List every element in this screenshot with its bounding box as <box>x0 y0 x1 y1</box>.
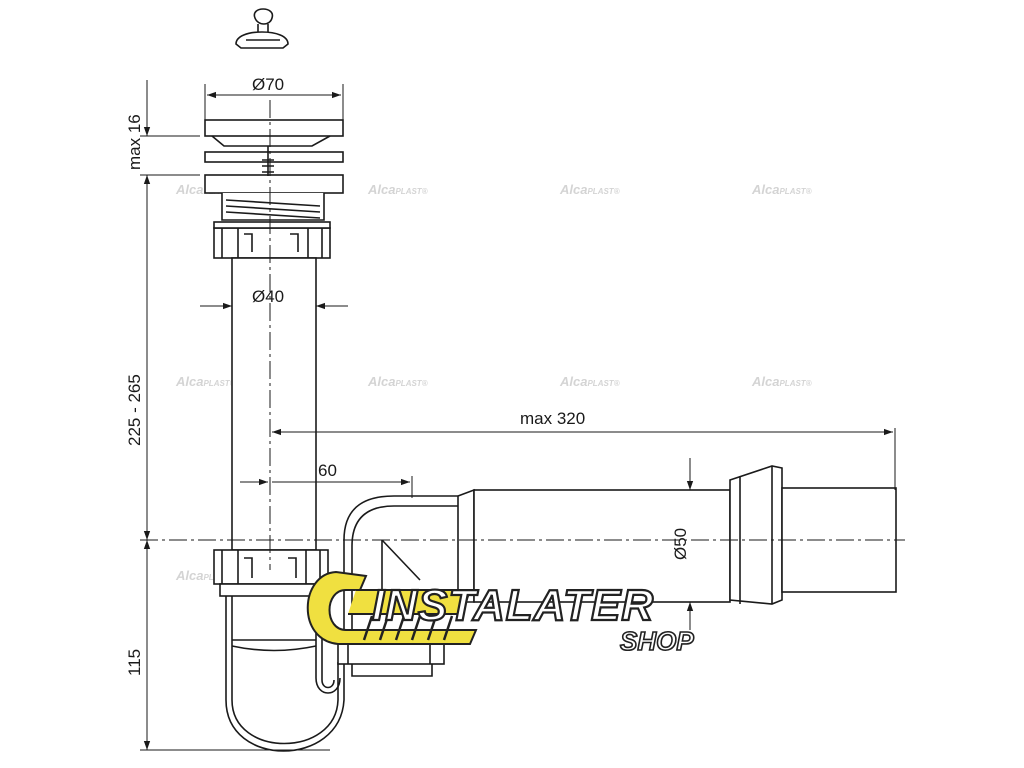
dimension-label-dia50: Ø50 <box>671 528 690 560</box>
dimension-label-115: 115 <box>125 649 144 676</box>
dimension-label-max16: max 16 <box>125 114 144 170</box>
drain-thread-body <box>221 193 325 221</box>
svg-text:AlcaPLAST®: AlcaPLAST® <box>559 374 620 389</box>
svg-text:AlcaPLAST®: AlcaPLAST® <box>367 374 428 389</box>
watermark: AlcaPLAST® <box>559 182 620 197</box>
stopper-plug <box>235 8 289 49</box>
logo-sub-text: SHOP <box>620 626 694 656</box>
svg-text:AlcaPLAST®: AlcaPLAST® <box>175 374 236 389</box>
svg-text:AlcaPLAST®: AlcaPLAST® <box>367 182 428 197</box>
watermark: AlcaPLAST® <box>175 374 236 389</box>
dimension-label-dia70: Ø70 <box>252 75 284 94</box>
lower-nut <box>213 549 329 597</box>
trap-bend <box>225 596 345 752</box>
dimension-labels: Ø70 max 16 225 - 265 Ø40 max 320 60 Ø50 … <box>125 75 690 676</box>
watermark: AlcaPLAST® <box>367 374 428 389</box>
watermark: AlcaPLAST® <box>751 374 812 389</box>
lightbulb-icon <box>306 570 478 645</box>
wall-rosette <box>729 465 897 605</box>
watermark: AlcaPLAST® <box>367 182 428 197</box>
center-lines <box>140 100 905 570</box>
watermark: AlcaPLAST® <box>751 182 812 197</box>
upper-nut <box>213 221 331 259</box>
svg-text:AlcaPLAST®: AlcaPLAST® <box>751 374 812 389</box>
dimension-label-dia40: Ø40 <box>252 287 284 306</box>
dimension-label-max320: max 320 <box>520 409 585 428</box>
dimension-label-60: 60 <box>318 461 337 480</box>
drain-flange <box>204 119 344 194</box>
svg-text:AlcaPLAST®: AlcaPLAST® <box>751 182 812 197</box>
logo-main-text: INSTALATER <box>372 581 654 630</box>
horizontal-outlet-pipe <box>457 488 731 603</box>
svg-text:AlcaPLAST®: AlcaPLAST® <box>559 182 620 197</box>
instalater-shop-logo: INSTALATER SHOP <box>306 570 695 657</box>
watermark: AlcaPLAST® <box>559 374 620 389</box>
dimension-label-range225: 225 - 265 <box>125 374 144 446</box>
dimension-lines <box>143 80 893 750</box>
